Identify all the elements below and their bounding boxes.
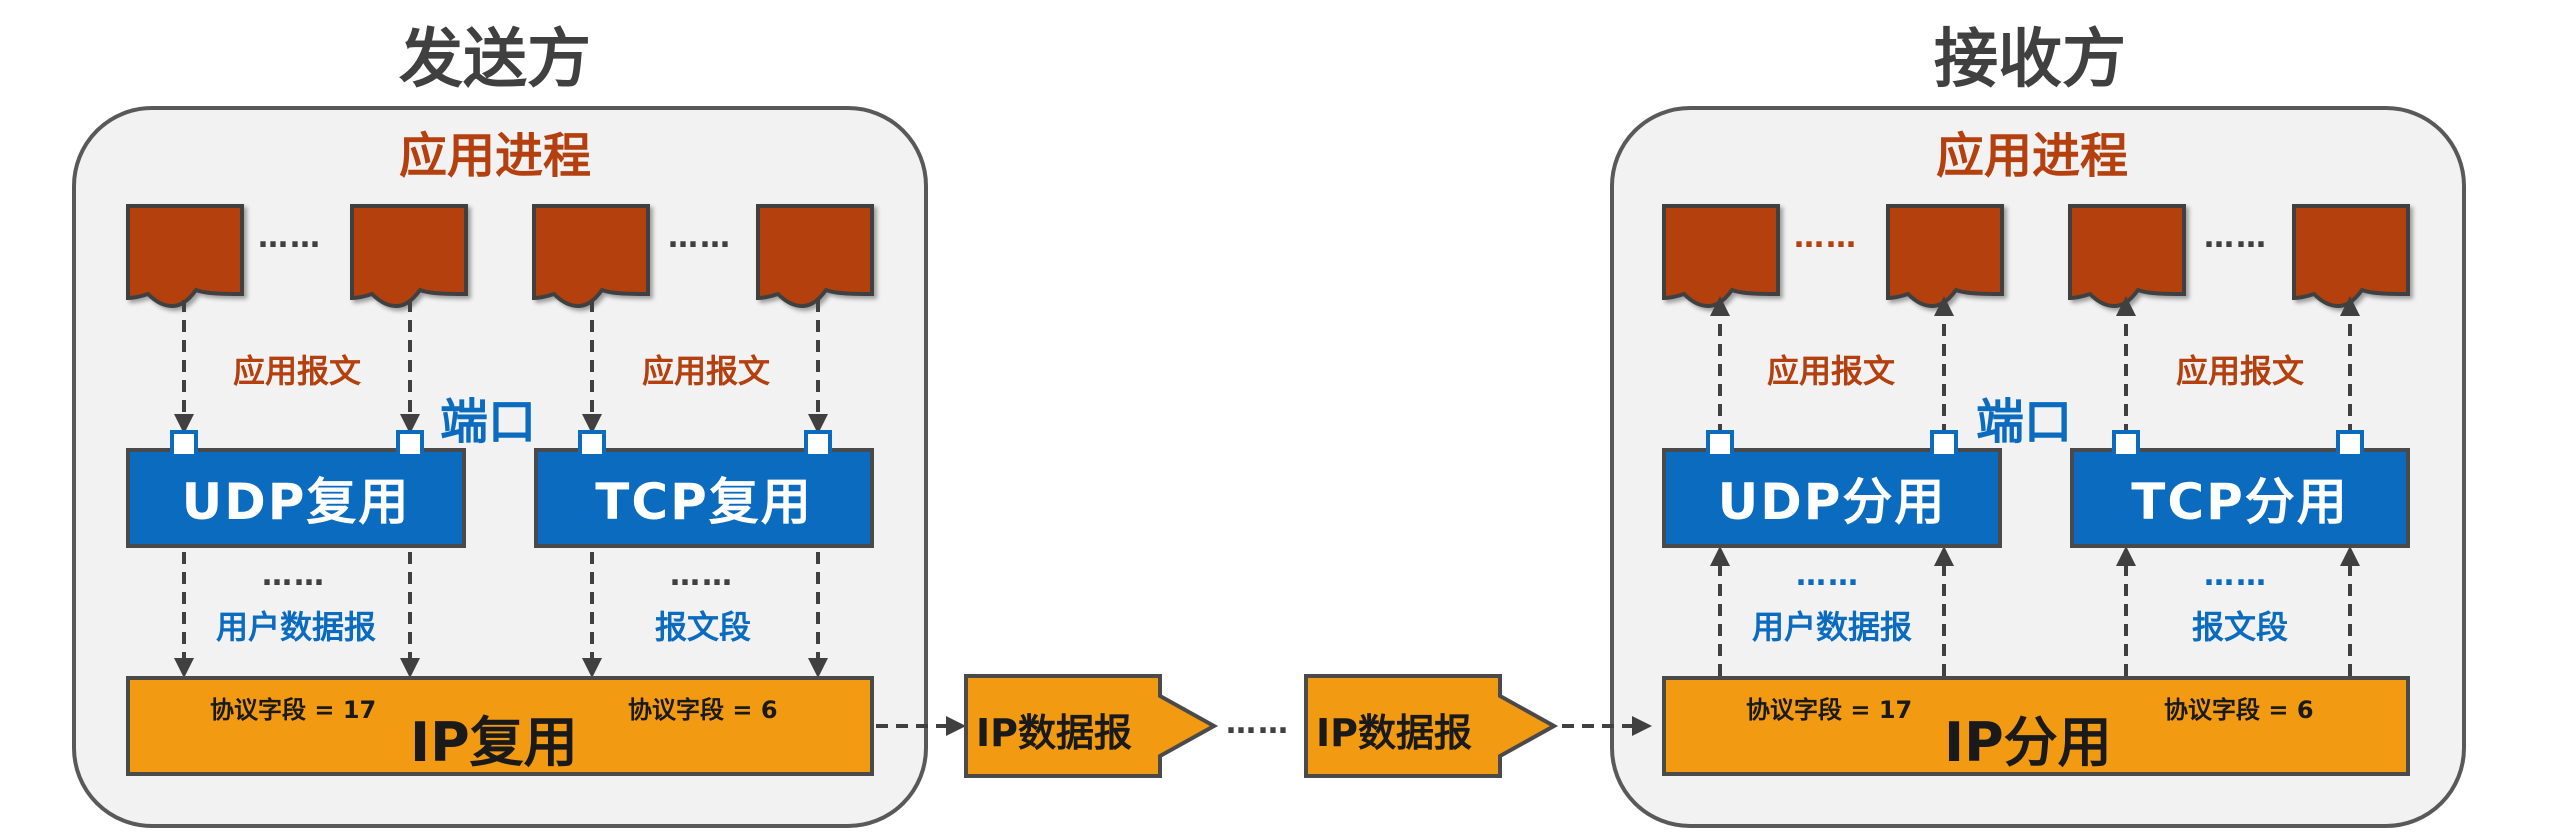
sender-process-icon-1 <box>126 204 244 309</box>
sender-dots-2: …… <box>668 220 732 255</box>
sender-process-icon-4 <box>756 204 874 309</box>
receiver-ip-demux <box>1662 676 2410 776</box>
sender-port-square-2 <box>396 430 424 458</box>
receiver-up-arrows-bottom <box>1710 546 2360 676</box>
receiver-dots-2: …… <box>2204 220 2268 255</box>
receiver-tcp-demux: TCP分用 <box>2070 448 2410 548</box>
sender-tcp-message-label: 应用报文 <box>641 352 770 390</box>
receiver-tcp-message-label: 应用报文 <box>2175 352 2304 390</box>
sender-udp-mux: UDP复用 <box>126 448 466 548</box>
sender-ip-mux-label: IP复用 <box>410 711 578 774</box>
receiver-protocol-field-tcp: 协议字段 = 6 <box>2164 696 2314 724</box>
sender-protocol-field-tcp: 协议字段 = 6 <box>628 696 778 724</box>
sender-udp-dots: …… <box>262 558 326 593</box>
receiver-dots-1: …… <box>1794 220 1858 255</box>
transit-dots: …… <box>1226 706 1290 741</box>
sender-process-title: 应用进程 <box>398 128 591 184</box>
receiver-process-icon-4 <box>2292 204 2410 309</box>
sender-port-square-4 <box>804 430 832 458</box>
receiver-tcp-dots: …… <box>2204 558 2268 593</box>
sender-ip-mux <box>126 676 874 776</box>
sender-protocol-field-udp: 协议字段 = 17 <box>210 696 377 724</box>
receiver-title: 接收方 <box>1934 23 2126 97</box>
sender-title: 发送方 <box>399 23 591 97</box>
sender-port-square-1 <box>170 430 198 458</box>
receiver-port-square-4 <box>2336 430 2364 458</box>
ip-packet-arrow-1 <box>964 674 1219 778</box>
sender-down-arrows-top <box>174 300 828 434</box>
receiver-process-title: 应用进程 <box>1935 128 2128 184</box>
receiver-process-icon-1 <box>1662 204 1780 309</box>
receiver-udp-message-label: 应用报文 <box>1766 352 1895 390</box>
ip-packet-arrow-2 <box>1304 674 1559 778</box>
receiver-udp-datagram-label: 用户数据报 <box>1751 608 1912 646</box>
receiver-up-arrows-top <box>1710 296 2360 436</box>
receiver-port-square-1 <box>1706 430 1734 458</box>
receiver-ip-demux-label: IP分用 <box>1944 711 2112 774</box>
receiver-port-square-3 <box>2112 430 2140 458</box>
sender-tcp-mux: TCP复用 <box>534 448 874 548</box>
sender-tcp-segment-label: 报文段 <box>654 608 751 646</box>
sender-port-square-3 <box>578 430 606 458</box>
ip-packet-label-1: IP数据报 <box>976 711 1132 755</box>
receiver-process-icon-2 <box>1886 204 2004 309</box>
ip-packet-label-2: IP数据报 <box>1316 711 1472 755</box>
receiver-udp-dots: …… <box>1796 558 1860 593</box>
sender-udp-message-label: 应用报文 <box>232 352 361 390</box>
receiver-port-label: 端口 <box>1976 394 2073 450</box>
sender-dots-1: …… <box>258 220 322 255</box>
sender-process-icon-3 <box>532 204 650 309</box>
sender-udp-datagram-label: 用户数据报 <box>215 608 376 646</box>
receiver-port-square-2 <box>1930 430 1958 458</box>
sender-port-label: 端口 <box>440 394 537 450</box>
sender-tcp-dots: …… <box>670 558 734 593</box>
receiver-process-icon-3 <box>2068 204 2186 309</box>
receiver-tcp-segment-label: 报文段 <box>2191 608 2288 646</box>
receiver-udp-demux: UDP分用 <box>1662 448 2002 548</box>
sender-process-icon-2 <box>350 204 468 309</box>
receiver-protocol-field-udp: 协议字段 = 17 <box>1746 696 1913 724</box>
